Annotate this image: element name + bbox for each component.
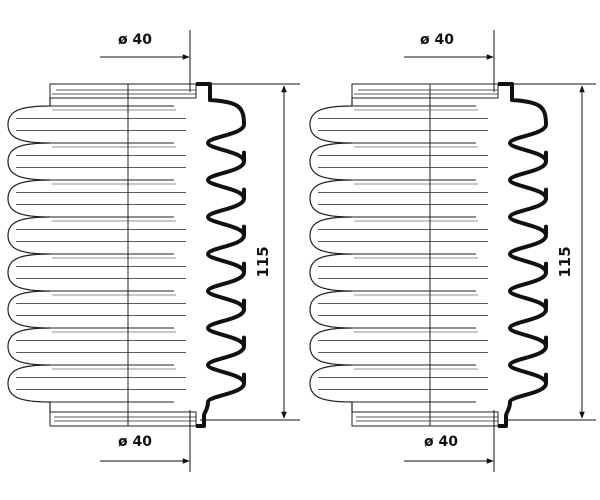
top-diameter-label: ø 40 — [118, 32, 152, 48]
bellows-body — [309, 83, 499, 427]
bottom-diameter-label: ø 40 — [424, 434, 458, 450]
top-collar — [351, 83, 499, 99]
bottom-collar — [49, 411, 197, 427]
bellows-drawing-right: ø 40 ø 40 115 — [309, 30, 596, 472]
top-collar — [49, 83, 197, 99]
height-label: 115 — [556, 246, 574, 277]
bottom-diameter-label: ø 40 — [118, 434, 152, 450]
bellows-profile-section — [196, 82, 246, 428]
bellows-body — [7, 83, 197, 427]
bellows-drawing-left: ø 40 ø 40 115 — [7, 30, 300, 472]
bellows-profile-section — [498, 82, 548, 428]
bellows-outline — [7, 98, 51, 412]
bottom-collar — [351, 411, 499, 427]
bellows-outline — [309, 98, 353, 412]
height-label: 115 — [254, 246, 272, 277]
top-diameter-label: ø 40 — [420, 32, 454, 48]
